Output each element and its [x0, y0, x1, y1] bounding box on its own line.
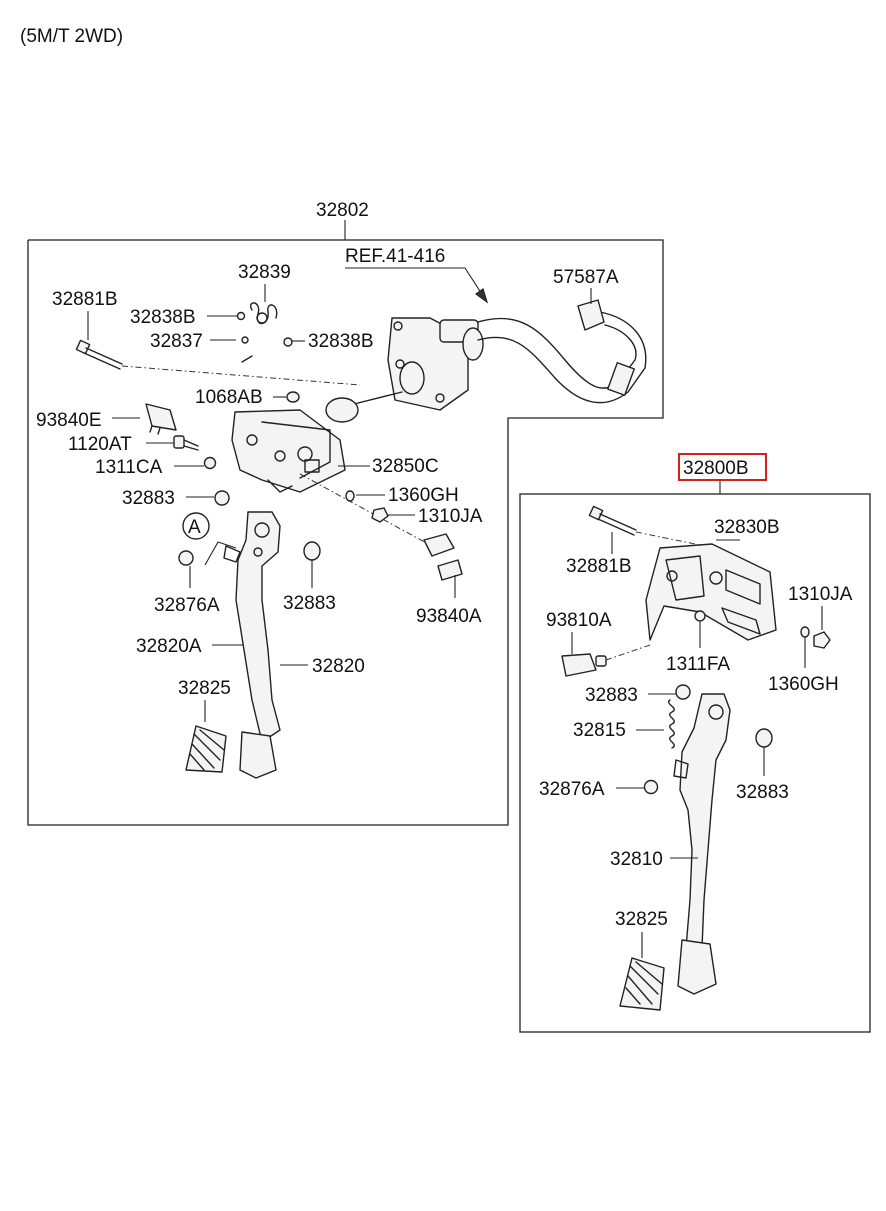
- return-spring-right: [667, 699, 675, 749]
- nut-1311CA: [203, 456, 217, 470]
- bushing-32883-bottom: [303, 541, 321, 561]
- pivot-bolt-right: [588, 505, 637, 536]
- switch-93810A: [561, 644, 651, 677]
- label-93810A[interactable]: 93810A: [546, 610, 612, 631]
- label-32820A[interactable]: 32820A: [136, 636, 202, 657]
- label-32825-right[interactable]: 32825: [615, 909, 668, 930]
- label-32876A-right[interactable]: 32876A: [539, 779, 605, 800]
- label-93840E[interactable]: 93840E: [36, 410, 102, 431]
- switch-93840E: [145, 403, 177, 435]
- return-spring: [250, 302, 278, 325]
- pin: [241, 336, 249, 344]
- bushing-right: [283, 337, 293, 347]
- label-32839[interactable]: 32839: [238, 262, 291, 283]
- callout-letter: A: [188, 517, 201, 538]
- label-32837[interactable]: 32837: [150, 331, 203, 352]
- nut-1310JA-right: [813, 631, 831, 649]
- label-32838B-right[interactable]: 32838B: [308, 331, 374, 352]
- right-group: 32800B 32881B 32830B 1310JA 1360GH 938: [519, 453, 871, 1033]
- callout-circle: [182, 512, 210, 540]
- label-32883-left-bottom[interactable]: 32883: [283, 593, 336, 614]
- washer-1360GH: [345, 490, 355, 502]
- grommet: [286, 391, 300, 403]
- label-32881B-left[interactable]: 32881B: [52, 289, 118, 310]
- stopper-32876A: [178, 550, 194, 566]
- selected-assembly-highlight: [678, 453, 767, 481]
- reference-label[interactable]: REF.41-416: [345, 246, 445, 267]
- bushing-32883-right: [755, 728, 773, 748]
- washer-1360GH-right: [800, 626, 810, 638]
- label-1311CA[interactable]: 1311CA: [95, 457, 163, 478]
- switch-93840A: [423, 533, 463, 581]
- label-32825-left[interactable]: 32825: [178, 678, 231, 699]
- pedal-arm-right: [673, 693, 731, 995]
- pedal-pad-left: [185, 725, 227, 773]
- label-32830B[interactable]: 32830B: [714, 517, 780, 538]
- label-93840A[interactable]: 93840A: [416, 606, 482, 627]
- variant-header: (5M/T 2WD): [20, 26, 123, 47]
- label-32810[interactable]: 32810: [610, 849, 663, 870]
- fluid-hose: [477, 299, 647, 404]
- pedal-arm-left: [223, 511, 281, 779]
- label-32815[interactable]: 32815: [573, 720, 626, 741]
- pedal-bracket-right: [645, 543, 777, 641]
- cotter-pin: [241, 355, 253, 363]
- label-1360GH-right[interactable]: 1360GH: [768, 674, 839, 695]
- label-1311FA[interactable]: 1311FA: [666, 654, 730, 675]
- left-assembly-number[interactable]: 32802: [316, 200, 369, 221]
- bushing-32883-right-top: [675, 684, 691, 700]
- label-32876A-left[interactable]: 32876A: [154, 595, 220, 616]
- pedal-bracket: [231, 409, 346, 493]
- label-32883-right-top[interactable]: 32883: [585, 685, 638, 706]
- label-32883-right-bottom[interactable]: 32883: [736, 782, 789, 803]
- nut-1311FA: [694, 610, 706, 622]
- pedal-pad-right: [619, 957, 665, 1011]
- bushing-left: [236, 311, 246, 321]
- label-1120AT[interactable]: 1120AT: [68, 434, 132, 455]
- label-1360GH-left[interactable]: 1360GH: [388, 485, 459, 506]
- nut-1310JA: [371, 507, 389, 523]
- label-1068AB[interactable]: 1068AB: [195, 387, 263, 408]
- label-1310JA-right[interactable]: 1310JA: [788, 584, 853, 605]
- pivot-bolt: [75, 339, 123, 370]
- master-cylinder: [325, 317, 484, 423]
- reference-arrowhead: [474, 288, 489, 304]
- label-57587A[interactable]: 57587A: [553, 267, 619, 288]
- label-32838B-left[interactable]: 32838B: [130, 307, 196, 328]
- label-32881B-right[interactable]: 32881B: [566, 556, 632, 577]
- stopper-32876A-right: [643, 779, 659, 795]
- left-group: 32802 REF.41-416 57587A 32839: [27, 200, 664, 826]
- label-32820[interactable]: 32820: [312, 656, 365, 677]
- label-32850C[interactable]: 32850C: [372, 456, 439, 477]
- label-32883-left-top[interactable]: 32883: [122, 488, 175, 509]
- right-group-box: [519, 493, 871, 1033]
- right-assembly-number[interactable]: 32800B: [683, 458, 749, 479]
- screw-1120AT: [173, 435, 199, 451]
- left-group-box: [27, 239, 664, 826]
- bushing-32883-top: [214, 490, 230, 506]
- label-1310JA-left[interactable]: 1310JA: [418, 506, 483, 527]
